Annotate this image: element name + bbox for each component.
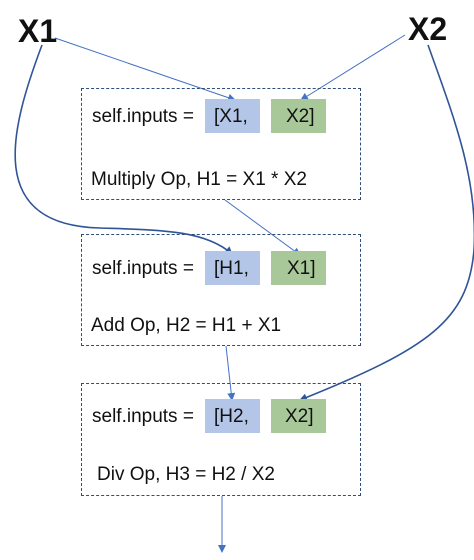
node3-first-input: [H2, bbox=[214, 406, 249, 427]
node2-first-input-highlight bbox=[205, 251, 260, 285]
input-x2-label: X2 bbox=[408, 11, 448, 47]
node3-second-input: X2] bbox=[285, 406, 314, 427]
node3-inputs-label: self.inputs = bbox=[92, 406, 200, 427]
node2-inputs-label: self.inputs = bbox=[92, 258, 200, 279]
arrow-node2-to-node3 bbox=[225, 345, 236, 401]
node1-first-input: [X1, bbox=[214, 106, 248, 127]
node2-second-input: X1] bbox=[287, 258, 316, 279]
node1-first-input-highlight bbox=[205, 99, 260, 133]
arrow-x2-to-node1 bbox=[300, 34, 406, 101]
curve-x1-to-node2 bbox=[14, 44, 233, 255]
node3-second-input-highlight bbox=[271, 399, 326, 433]
input-x1-label: X1 bbox=[18, 13, 58, 49]
add-op-node bbox=[81, 234, 361, 346]
node2-second-input-highlight bbox=[271, 251, 326, 285]
arrow-node1-to-node2 bbox=[224, 199, 301, 256]
node1-inputs-label: self.inputs = bbox=[92, 106, 200, 127]
node3-op-text: Div Op, H3 = H2 / X2 bbox=[97, 464, 275, 485]
node1-op-text: Multiply Op, H1 = X1 * X2 bbox=[91, 169, 307, 190]
node2-first-input: [H1, bbox=[214, 258, 249, 279]
node2-op-text: Add Op, H2 = H1 + X1 bbox=[91, 315, 282, 336]
multiply-op-node bbox=[81, 88, 361, 200]
node3-first-input-highlight bbox=[205, 399, 260, 433]
node1-second-input: X2] bbox=[286, 106, 315, 127]
node1-second-input-highlight bbox=[271, 99, 326, 133]
div-op-node bbox=[81, 383, 361, 496]
arrow-x1-to-node1 bbox=[54, 37, 236, 102]
